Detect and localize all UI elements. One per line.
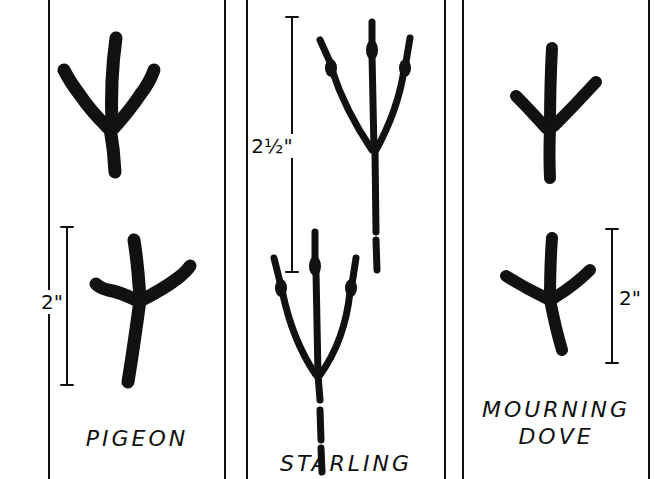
pigeon-track [96, 240, 190, 382]
track-panel: MOURNING DOVE [462, 0, 650, 479]
dove-track [516, 48, 596, 178]
starling-track [320, 22, 410, 270]
starling-track [274, 232, 356, 472]
track-panel: PIGEON [48, 0, 226, 479]
bird-name: STARLING [248, 450, 444, 477]
pigeon-track [64, 38, 154, 172]
dimension-label: 2" [39, 290, 65, 314]
track-panel: STARLING [246, 0, 446, 479]
dove-track [506, 238, 590, 350]
bird-name: MOURNING DOVE [468, 396, 644, 450]
bird-name: PIGEON [50, 425, 224, 452]
dimension-label: 2" [617, 286, 643, 310]
dimension-label: 2½" [249, 134, 294, 158]
dimension-bracket [61, 17, 618, 385]
